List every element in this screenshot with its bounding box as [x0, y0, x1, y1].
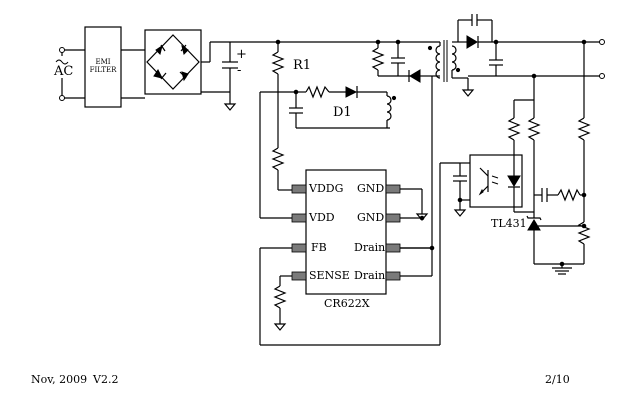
ic-pin-sense [291, 271, 307, 281]
ic-pin-vdd [291, 213, 307, 223]
ic-pin-fb [291, 243, 307, 253]
cap-minus-label: - [237, 63, 242, 78]
footer-date: Nov, 2009 [31, 373, 88, 386]
pin-label-vddg: VDDG [309, 182, 344, 195]
ic-pin-vddg [291, 184, 307, 194]
footer-version: V2.2 [93, 373, 119, 386]
output-terminal-positive [599, 39, 605, 45]
pin-label-sense: SENSE [309, 269, 350, 282]
ic-body [305, 169, 387, 295]
d1-label: D1 [333, 105, 352, 120]
ic-pin-gnd-2 [385, 213, 401, 223]
aux-winding [386, 92, 397, 128]
footer-page-number: 2/10 [545, 373, 570, 386]
pin-label-vdd: VDD [309, 211, 335, 224]
ic-pin-drain-1 [385, 243, 401, 253]
ic-pin-drain-2 [385, 271, 401, 281]
snubber [371, 42, 432, 83]
ic-part-number: CR622X [324, 297, 370, 310]
optocoupler [469, 154, 523, 208]
ac-label: AC [54, 64, 74, 79]
ic-pin-gnd-1 [385, 184, 401, 194]
pin-label-fb: FB [311, 241, 327, 254]
tl431-regulator [526, 212, 584, 264]
bulk-capacitor [222, 42, 238, 111]
startup-resistor-r1 [271, 42, 292, 191]
pin-label-gnd-1: GND [357, 182, 385, 195]
output-diode [457, 14, 562, 49]
emi-filter-box [84, 26, 122, 108]
pin-label-gnd-2: GND [357, 211, 385, 224]
tl431-label: TL431 [491, 217, 527, 230]
bridge-rectifier [144, 29, 202, 95]
transformer [427, 40, 461, 82]
pin-label-drain-2: Drain [354, 269, 386, 282]
aux-diode-d1 [296, 85, 387, 99]
cap-plus-label: + [236, 47, 247, 62]
pin-label-drain-1: Drain [354, 241, 386, 254]
r1-label: R1 [293, 58, 312, 73]
ac-source [55, 47, 85, 101]
emi-filter-label: EMI FILTER [89, 58, 117, 74]
output-terminal-negative [599, 73, 605, 79]
